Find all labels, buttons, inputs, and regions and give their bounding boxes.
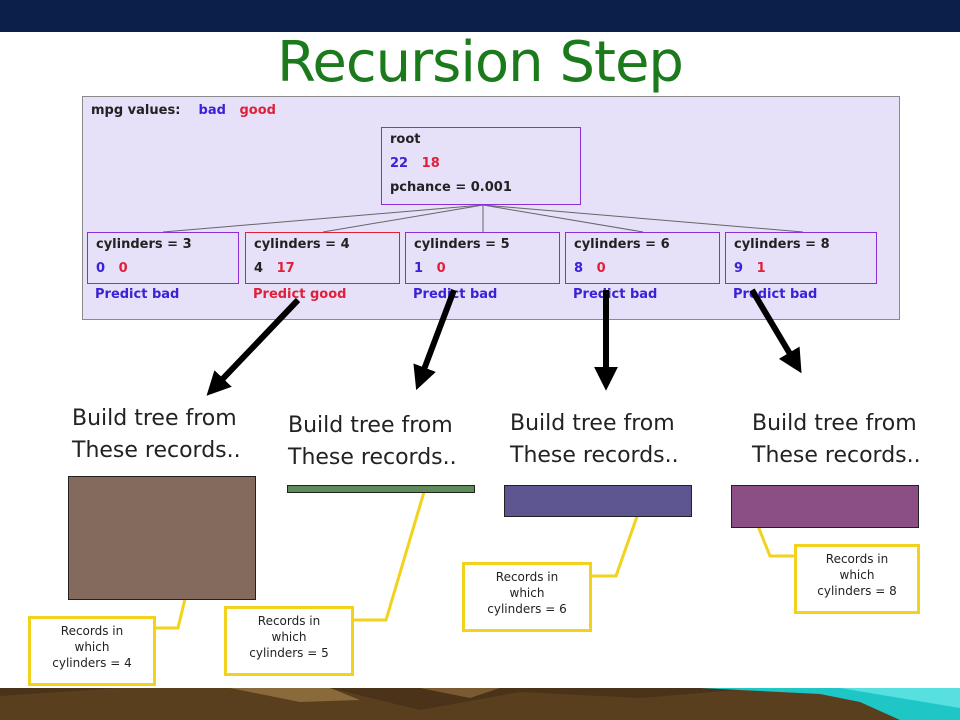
child-good-count: 1 [756,261,766,276]
build-line1: Build tree from [752,411,917,436]
child-node-cyl5: cylinders = 5 1 0 [405,232,560,284]
build-line2: These records.. [288,445,457,470]
child-good-count: 0 [436,261,446,276]
build-label-cyl8: Build tree from These records.. [752,408,921,472]
child-good-count: 0 [596,261,606,276]
build-line1: Build tree from [510,411,675,436]
callout-cyl6: Records in which cylinders = 6 [462,562,592,632]
build-line2: These records.. [752,443,921,468]
legend-label: mpg values: [91,103,181,118]
callout-line1: Records in [495,570,559,584]
root-bad-count: 22 [390,156,409,171]
root-good-count: 18 [421,156,440,171]
child-label: cylinders = 3 [96,237,192,252]
callout-line2: which [839,568,875,582]
child-counts: 4 17 [254,261,295,276]
records-rect-cyl4 [68,476,256,600]
arrow-cyl5 [413,288,457,391]
child-counts: 9 1 [734,261,766,276]
child-node-cyl4: cylinders = 4 4 17 [245,232,400,284]
child-label: cylinders = 4 [254,237,350,252]
child-counts: 0 0 [96,261,128,276]
callout-line-cyl5 [354,491,426,622]
build-label-cyl4: Build tree from These records.. [72,403,241,467]
records-rect-cyl6 [504,485,692,517]
build-line2: These records.. [72,438,241,463]
child-bad-count: 9 [734,261,744,276]
child-good-count: 0 [118,261,128,276]
root-pchance: pchance = 0.001 [390,180,512,195]
legend-bad: bad [198,103,226,118]
child-node-cyl3: cylinders = 3 0 0 [87,232,239,284]
child-label: cylinders = 5 [414,237,510,252]
child-node-cyl8: cylinders = 8 9 1 [725,232,877,284]
decision-tree-panel: mpg values: bad good root 22 18 pchance … [82,96,900,320]
legend-good: good [239,103,276,118]
callout-line1: Records in [825,552,889,566]
prediction-cyl6: Predict bad [573,287,658,302]
child-counts: 8 0 [574,261,606,276]
prediction-cyl4: Predict good [253,287,347,302]
root-node: root 22 18 pchance = 0.001 [381,127,581,205]
build-line1: Build tree from [288,413,453,438]
callout-line-cyl6 [592,507,642,578]
callout-cyl5: Records in which cylinders = 5 [224,606,354,676]
build-label-cyl6: Build tree from These records.. [510,408,679,472]
arrow-cyl8 [749,288,802,374]
callout-line1: Records in [60,624,124,638]
child-node-cyl6: cylinders = 6 8 0 [565,232,720,284]
child-good-count: 17 [276,261,295,276]
child-bad-count: 4 [254,261,264,276]
callout-line1: Records in [257,614,321,628]
callout-line2: which [271,630,307,644]
root-counts: 22 18 [390,156,440,171]
build-line1: Build tree from [72,406,237,431]
slide-title: Recursion Step [277,30,684,95]
root-label: root [390,132,421,147]
callout-cyl4: Records in which cylinders = 4 [28,616,156,686]
child-bad-count: 1 [414,261,424,276]
callout-line3: cylinders = 4 [52,656,132,670]
callout-cyl8: Records in which cylinders = 8 [794,544,920,614]
callout-line3: cylinders = 8 [817,584,897,598]
top-banner [0,0,960,32]
arrow-cyl4 [206,297,301,396]
callout-line3: cylinders = 5 [249,646,329,660]
callout-line2: which [509,586,545,600]
records-rect-cyl8 [731,485,919,528]
bottom-banner [0,688,960,720]
callout-line2: which [74,640,110,654]
mpg-legend: mpg values: bad good [91,103,276,118]
build-label-cyl5: Build tree from These records.. [288,410,457,474]
records-rect-cyl5 [287,485,475,493]
child-label: cylinders = 8 [734,237,830,252]
child-bad-count: 0 [96,261,106,276]
callout-line3: cylinders = 6 [487,602,567,616]
tree-connector-lines [162,204,804,233]
build-line2: These records.. [510,443,679,468]
child-bad-count: 8 [574,261,584,276]
prediction-cyl3: Predict bad [95,287,180,302]
child-counts: 1 0 [414,261,446,276]
child-label: cylinders = 6 [574,237,670,252]
